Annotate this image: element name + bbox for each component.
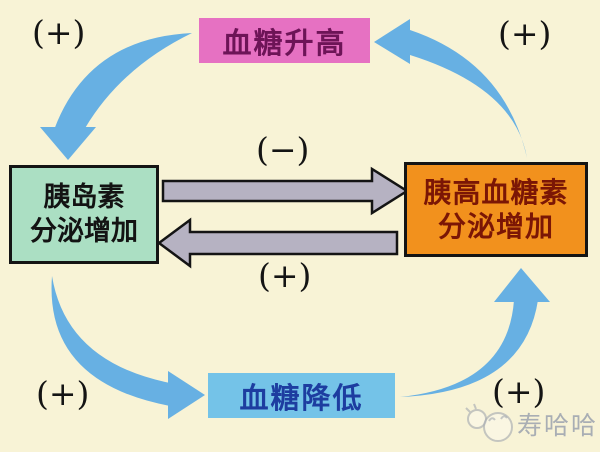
box-glucagon-secretion-increase: 胰高血糖素 分泌增加 <box>404 162 588 257</box>
box-blood-sugar-drop-label: 血糖降低 <box>239 380 364 415</box>
sign-center-plus: (+) <box>258 256 312 295</box>
sign-bottom-left: (+) <box>36 374 90 413</box>
box-blood-sugar-rise-label: 血糖升高 <box>222 25 347 60</box>
gray-arrow-left-to-right <box>161 166 410 216</box>
box-glucagon-line1: 胰高血糖素 <box>423 175 569 209</box>
watermark-text: 寿哈哈 <box>517 411 599 440</box>
laughing-face-icon <box>465 403 513 442</box>
gray-arrow-right-to-left <box>156 217 399 269</box>
curved-arrow-bottom-to-right <box>400 268 550 397</box>
curved-arrow-top-to-left <box>40 33 192 160</box>
sign-top-left: (+) <box>32 13 86 52</box>
sign-top-right: (+) <box>498 14 552 53</box>
sign-bottom-right: (+) <box>492 372 546 411</box>
box-glucagon-line2: 分泌增加 <box>437 209 554 243</box>
box-insulin-line2: 分泌增加 <box>30 215 138 247</box>
box-blood-sugar-drop: 血糖降低 <box>208 373 395 418</box>
curved-arrow-right-to-top <box>374 19 527 158</box>
box-blood-sugar-rise: 血糖升高 <box>199 18 370 63</box>
curved-arrow-left-to-bottom <box>51 276 205 419</box>
box-insulin-line1: 胰岛素 <box>43 181 125 213</box>
box-insulin-secretion-increase: 胰岛素 分泌增加 <box>9 165 159 264</box>
sign-center-minus: (−) <box>256 130 310 169</box>
